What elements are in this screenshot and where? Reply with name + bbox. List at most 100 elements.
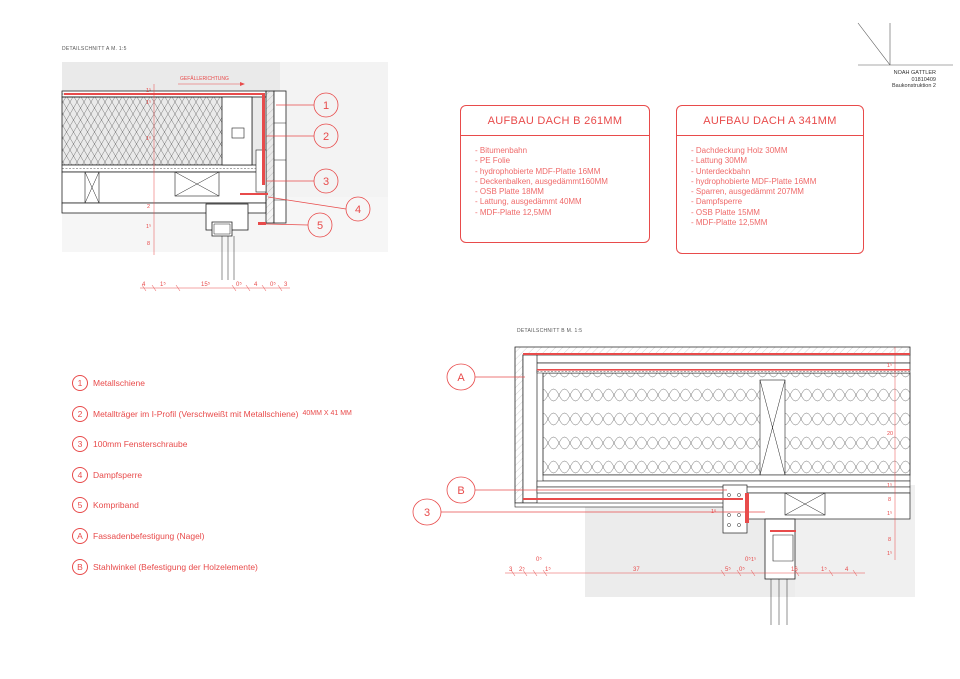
dimension-label: 1⁵ (887, 550, 892, 557)
student-id: 01810409 (911, 76, 936, 83)
layer-item: - MDF-Platte 12,5MM (691, 218, 768, 228)
legend-row: 1 Metallschiene (72, 372, 352, 394)
roof-a-layers: - Dachdeckung Holz 30MM - Lattung 30MM -… (677, 136, 863, 228)
legend-row: 2 Metallträger im I-Profil (Verschweißt m… (72, 403, 352, 425)
dimension-label: 1⁵ (146, 223, 151, 230)
legend-key-badge: 5 (72, 497, 88, 514)
legend-text: Metallträger im I-Profil (Verschweißt mi… (93, 408, 299, 419)
legend-row: 3 100mm Fensterschraube (72, 433, 352, 455)
dimension-label: 37 (633, 567, 640, 573)
dimension-label: 0⁵ (536, 556, 542, 563)
layer-item: - hydrophobierte MDF-Platte 16MM (691, 176, 817, 186)
legend-suffix: 40MM X 41 MM (302, 410, 352, 418)
legend-key-badge: 4 (72, 466, 88, 483)
callout-label: 3 (424, 507, 430, 519)
legend-text: Metallschiene (93, 378, 145, 388)
layer-item: - Bitumenbahn (475, 146, 528, 155)
legend-key-badge: 3 (72, 436, 88, 453)
course-name: Baukonstruktion 2 (891, 83, 936, 89)
layer-item: - OSB Platte 18MM (475, 187, 544, 197)
layer-item: - Dachdeckung Holz 30MM (691, 146, 788, 155)
roof-b-card: AUFBAU DACH B 261MM - Bitumenbahn - PE F… (460, 105, 650, 243)
dimension-label: 1⁵ (887, 510, 892, 517)
dimension-label: 8 (888, 537, 891, 543)
callout-label: 3 (323, 176, 329, 188)
layer-item: - PE Folie (475, 156, 511, 166)
dimension-label: 15⁵ (201, 281, 211, 288)
dimension-label: 1⁵ (887, 362, 892, 369)
dimension-label: 0⁵ (236, 281, 242, 288)
dimension-label: 1⁵ (821, 566, 827, 573)
legend-key-badge: A (72, 527, 88, 544)
callout-label: 1 (323, 100, 329, 112)
batten-layer (61, 171, 267, 204)
dimension-label: 4 (142, 282, 146, 288)
dimension-label: 2⁵ (519, 566, 525, 573)
detail-b-drawing: A B 3 3 2⁵ 0⁵ 1⁵ 37 5⁵ 0⁵ 0⁵ 16 1⁵ 4 1⁵ … (412, 346, 915, 625)
legend-text: Kompriband (93, 500, 139, 511)
dimension-label: 1⁶ (711, 508, 716, 515)
callout-label: 4 (355, 204, 361, 216)
detail-b-title: DETAILSCHNITT B M. 1:5 (517, 328, 583, 334)
layer-item: - MDF-Platte 12,5MM (475, 207, 552, 217)
roof-b-layers: - Bitumenbahn - PE Folie - hydrophobiert… (461, 136, 649, 218)
roof-b-title: AUFBAU DACH B 261MM (461, 106, 649, 136)
layer-item: - hydrophobierte MDF-Platte 16MM (475, 166, 601, 176)
dimension-label: 0⁵ (745, 556, 751, 563)
legend-key-badge: 1 (72, 375, 88, 391)
metal-rail-highlight (262, 93, 265, 185)
dimension-label: 20 (887, 431, 893, 437)
layer-item: - Sparren, ausgedämmt 207MM (691, 187, 804, 197)
detail-a-callouts (265, 92, 371, 238)
dimension-label: 4 (845, 567, 849, 573)
legend: 1 Metallschiene 2 Metallträger im I-Profil… (72, 372, 352, 586)
legend-row: 4 Dampfsperre (72, 464, 352, 486)
dimension-label: 0⁵ (270, 281, 276, 288)
callout-label: B (457, 485, 464, 497)
dimension-label: 3 (509, 567, 513, 573)
layer-item: - Lattung, ausgedämmt 40MM (475, 197, 582, 207)
dimension-label: 1⁵ (545, 566, 551, 573)
roof-a-card: AUFBAU DACH A 341MM - Dachdeckung Holz 3… (676, 105, 864, 254)
legend-key-badge: 2 (72, 405, 88, 422)
detail-a-drawing: GEFÄLLERICHTUNG 1 2 3 4 5 4 1⁵ 15⁵ 0⁵ 4 … (61, 62, 388, 292)
steel-angle-plate (722, 484, 748, 534)
title-block-frame (857, 22, 953, 66)
dimension-label: 1⁵ (160, 281, 166, 288)
author-name: NOAH GATTLER (893, 70, 936, 76)
metal-rail-highlight (745, 493, 749, 523)
legend-text: Dampfsperre (93, 469, 143, 480)
dimension-label: 3 (284, 282, 288, 288)
layer-item: - OSB Platte 15MM (691, 207, 760, 217)
legend-key-badge: B (72, 558, 88, 575)
layer-item: - Dampfsperre (691, 197, 743, 207)
legend-text: 100mm Fensterschraube (93, 439, 188, 450)
dimension-label: 1⁵ (887, 482, 892, 489)
callout-label: 5 (317, 220, 323, 232)
title-block: NOAH GATTLER 01810409 Baukonstruktion 2 (860, 70, 936, 90)
dimension-label: 8 (888, 497, 891, 503)
dimension-label: 8 (147, 241, 150, 247)
legend-text: Stahlwinkel (Befestigung der Holzelement… (93, 561, 258, 572)
dimension-label: 1⁵ (146, 87, 151, 94)
callout-label: 2 (323, 131, 329, 143)
layer-item: - Unterdeckbahn (691, 166, 751, 176)
legend-row: 5 Kompriband (72, 494, 352, 516)
fascia-board (265, 90, 275, 224)
dimension-label: 4 (254, 282, 258, 288)
layer-item: - Lattung 30MM (691, 156, 748, 166)
layer-item: - Deckenbalken, ausgedämmt160MM (475, 176, 608, 186)
detail-a-title: DETAILSCHNITT A M. 1:5 (62, 46, 127, 52)
legend-row: A Fassadenbefestigung (Nagel) (72, 525, 352, 547)
roof-a-title: AUFBAU DACH A 341MM (677, 106, 863, 136)
dimension-label: 16 (791, 567, 798, 573)
dimension-label: 1⁵ (751, 556, 756, 563)
insulation-layer (542, 372, 911, 476)
legend-text: Fassadenbefestigung (Nagel) (93, 530, 205, 541)
dimension-label: 2 (147, 204, 150, 210)
callout-label: A (457, 372, 465, 384)
detail-b-callouts (412, 363, 765, 526)
insulation-layer (61, 96, 253, 166)
legend-row: B Stahlwinkel (Befestigung der Holzelemen… (72, 556, 352, 578)
dimension-label: 0⁵ (739, 566, 745, 573)
